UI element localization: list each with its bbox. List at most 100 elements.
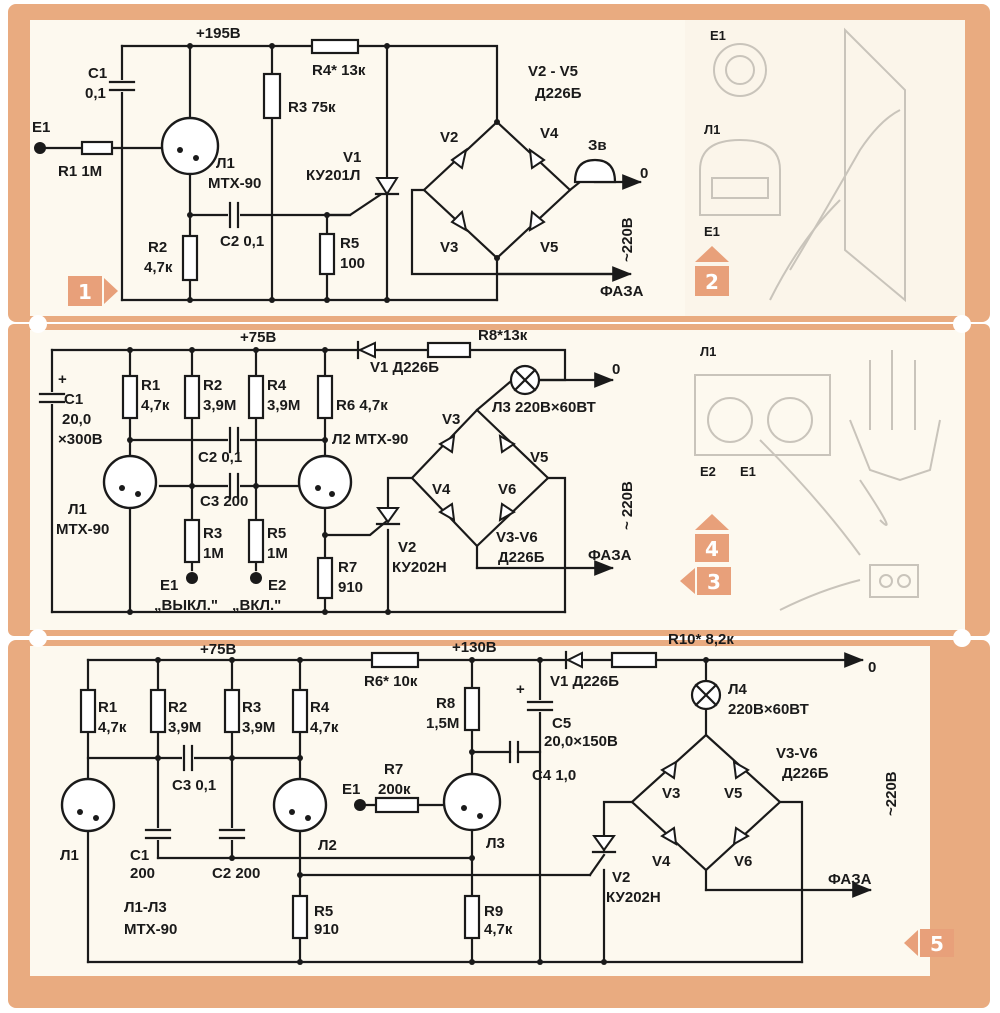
fig3-r7: R7 (338, 559, 357, 576)
fig1-r5: R5 (340, 235, 359, 252)
svg-text:2: 2 (705, 270, 719, 294)
fig3-e1: Е1 (160, 577, 178, 594)
fig3-r8: R8*13к (478, 327, 528, 344)
fig5-r7: R7 (384, 761, 403, 778)
fig3-ac: ~ 220В (619, 481, 636, 530)
fig3-v3v6: V3-V6 (496, 529, 538, 546)
fig1-v1-type: КУ201Л (306, 167, 360, 184)
fig3-l3: Л3 220В×60ВТ (492, 399, 596, 416)
fig3-r1-value: 4,7к (141, 397, 170, 414)
fig1-v2: V2 (440, 129, 458, 146)
fig3-l1-type: МТХ-90 (56, 521, 109, 538)
fig4-e1: Е1 (740, 464, 756, 479)
fig2-e1-bottom: Е1 (704, 224, 720, 239)
fig5-r10: R10* 8,2к (668, 631, 734, 648)
fig1-circuit (34, 38, 642, 303)
fig1-v2v5-type: Д226Б (535, 85, 582, 102)
fig5-r9-value: 4,7к (484, 921, 513, 938)
fig3-c1-value: 20,0 (62, 411, 91, 428)
fig3-r4-value: 3,9М (267, 397, 300, 414)
fig1-l1-type: МТХ-90 (208, 175, 261, 192)
fig1-c2: C2 0,1 (220, 233, 264, 250)
fig3-c3: C3 200 (200, 493, 248, 510)
fig5-v3v6: V3-V6 (776, 745, 818, 762)
fig5-r2: R2 (168, 699, 187, 716)
fig5-ac: ~220В (883, 771, 900, 816)
fig4-l1: Л1 (700, 344, 716, 359)
fig5-r1-value: 4,7к (98, 719, 127, 736)
fig1-r2-value: 4,7к (144, 259, 173, 276)
svg-text:3: 3 (707, 570, 721, 594)
fig3-v3: V3 (442, 411, 460, 428)
fig5-c3: C3 0,1 (172, 777, 216, 794)
fig1-supply: +195В (196, 25, 241, 42)
fig5-c5: C5 (552, 715, 571, 732)
fig3-v2: V2 (398, 539, 416, 556)
fig5-r5: R5 (314, 903, 333, 920)
fig5-l1: Л1 (60, 847, 79, 864)
fig3-labels: +75В + C1 20,0 ×300В R1 4,7к R2 3,9М R4 … (56, 327, 636, 614)
fig3-v5: V5 (530, 449, 548, 466)
fig5-r3-value: 3,9М (242, 719, 275, 736)
fig1-phase: ФАЗА (600, 283, 644, 300)
fig5-l4-type: 220В×60ВТ (728, 701, 809, 718)
fig3-v2-type: КУ202Н (392, 559, 447, 576)
svg-text:5: 5 (930, 932, 944, 956)
fig3-circuit (38, 340, 614, 615)
fig1-e1: E1 (32, 119, 50, 136)
svg-text:1: 1 (78, 280, 92, 304)
fig5-r7-value: 200к (378, 781, 411, 798)
fig4-illustration: Л1 Е2 Е1 (694, 344, 941, 611)
fig1-r4: R4* 13к (312, 62, 366, 79)
fig5-r8: R8 (436, 695, 455, 712)
fig5-r5-value: 910 (314, 921, 339, 938)
fig5-c5-value: 20,0×150В (544, 733, 618, 750)
fig5-circuit (60, 650, 872, 965)
fig5-r4-value: 4,7к (310, 719, 339, 736)
fig5-l2: Л2 (318, 837, 337, 854)
fig5-l1l3: Л1-Л3 (124, 899, 167, 916)
fig5-phase: ФАЗА (828, 871, 872, 888)
fig5-c1-value: 200 (130, 865, 155, 882)
fig1-v4: V4 (540, 125, 559, 142)
fig1-c1-value: 0,1 (85, 85, 106, 102)
fig3-badge: 3 (680, 567, 731, 595)
svg-text:4: 4 (705, 537, 719, 561)
fig5-supply: +75В (200, 641, 236, 658)
fig3-c2: C2 0,1 (198, 449, 242, 466)
fig5-v3: V3 (662, 785, 680, 802)
fig5-r1: R1 (98, 699, 117, 716)
fig3-e2: Е2 (268, 577, 286, 594)
fig5-e1: Е1 (342, 781, 360, 798)
fig3-r3-value: 1М (203, 545, 224, 562)
fig5-c2: C2 200 (212, 865, 260, 882)
fig3-r3: R3 (203, 525, 222, 542)
fig5-labels: +75В +130В R6* 10к V1 Д226Б R10* 8,2к 0 … (60, 631, 900, 938)
fig3-c1-plus: + (58, 371, 67, 388)
fig3-v3v6-type: Д226Б (498, 549, 545, 566)
fig5-v2: V2 (612, 869, 630, 886)
fig2-e1-top: Е1 (710, 28, 726, 43)
fig5-r8-value: 1,5М (426, 715, 459, 732)
fig5-c4: C4 1,0 (532, 767, 576, 784)
fig1-r2: R2 (148, 239, 167, 256)
fig3-l2: Л2 МТХ-90 (332, 431, 408, 448)
fig1-ac: ~220В (619, 217, 636, 262)
fig5-l4: Л4 (728, 681, 748, 698)
fig2-badge: 2 (695, 246, 729, 296)
fig1-labels: +195В C1 0,1 E1 R1 1M R4* 13к R3 75к Л1 … (32, 25, 648, 300)
fig3-supply: +75В (240, 329, 276, 346)
fig5-c5-plus: + (516, 681, 525, 698)
fig2-l1: Л1 (704, 122, 720, 137)
fig1-badge: 1 (68, 276, 118, 306)
fig3-r4: R4 (267, 377, 287, 394)
fig3-phase: ФАЗА (588, 547, 632, 564)
fig1-v1: V1 (343, 149, 361, 166)
fig5-c1: C1 (130, 847, 149, 864)
fig1-v3: V3 (440, 239, 458, 256)
fig5-zero: 0 (868, 659, 876, 676)
fig1-v5: V5 (540, 239, 558, 256)
fig1-r1: R1 1M (58, 163, 102, 180)
fig1-l1: Л1 (216, 155, 235, 172)
